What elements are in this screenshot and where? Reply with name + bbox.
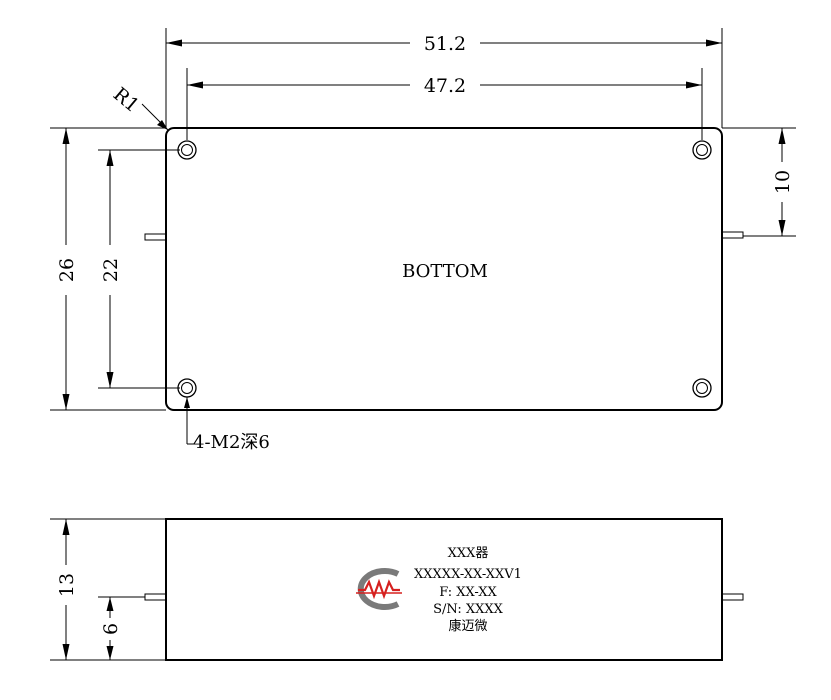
dim-outer-height-value: 26: [56, 258, 78, 282]
dim-pin-height-value: 6: [100, 623, 122, 635]
bottom-view-body: [165, 127, 723, 411]
dim-hole-pitch-y-value: 22: [100, 258, 122, 282]
hole-bottom-left-inner: [181, 382, 193, 394]
side-view: 13 6 XXX器 XXXXX-XX-XXV1 F: XX-XX S/N: XX…: [50, 518, 744, 661]
side-view-body: [165, 518, 723, 661]
hole-callout: 4-M2深6: [184, 397, 270, 453]
product-label-line-4: S/N: XXXX: [433, 602, 503, 617]
dim-pin-offset-value: 10: [772, 170, 794, 194]
bottom-view: BOTTOM 51.2 47.2 R1: [50, 28, 796, 453]
product-label: XXX器 XXXXX-XX-XXV1 F: XX-XX S/N: XXXX 康迈…: [414, 546, 522, 634]
hole-bottom-right-inner: [696, 382, 708, 394]
dim-pin-height: 6: [98, 596, 145, 660]
product-label-line-2: XXXXX-XX-XXV1: [414, 567, 522, 582]
product-label-line-1: XXX器: [448, 546, 489, 561]
corner-radius-callout: R1: [109, 83, 169, 131]
right-pin: [721, 231, 744, 239]
hole-top-right: [692, 140, 712, 160]
corner-radius-value: R1: [109, 83, 143, 117]
dim-hole-pitch-y: 22: [98, 149, 180, 389]
hole-callout-text: 4-M2深6: [193, 432, 270, 453]
side-left-pin: [144, 593, 167, 601]
dim-hole-pitch-x: 47.2: [186, 68, 703, 140]
dim-hole-pitch-x-value: 47.2: [424, 75, 466, 97]
cmw-logo-icon: [356, 568, 402, 610]
dim-outer-width: 51.2: [165, 28, 723, 128]
side-right-pin: [721, 593, 744, 601]
product-label-line-3: F: XX-XX: [439, 585, 497, 600]
dim-pin-offset: 10: [722, 127, 796, 237]
product-label-line-5: 康迈微: [448, 618, 487, 634]
dim-outer-height: 26: [50, 127, 166, 411]
dim-side-height: 13: [50, 518, 166, 661]
hole-bottom-right: [692, 378, 712, 398]
dim-outer-width-value: 51.2: [424, 33, 466, 55]
left-pin: [144, 233, 167, 241]
hole-top-left-inner: [181, 144, 193, 156]
view-label: BOTTOM: [402, 261, 488, 282]
dim-side-height-value: 13: [56, 573, 78, 597]
hole-top-right-inner: [696, 144, 708, 156]
